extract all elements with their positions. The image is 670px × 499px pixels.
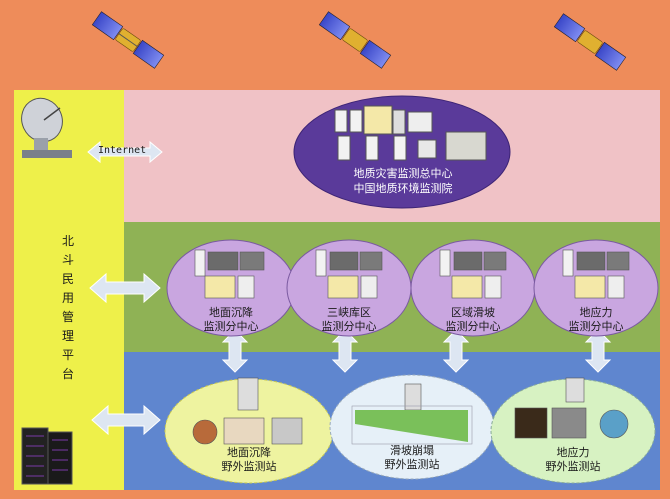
horizontal-arrows: [87, 140, 163, 436]
satellite-dish-icon: [21, 97, 72, 158]
satellite-icon: [553, 13, 627, 71]
sub-center-label: 区域滑坡 监测分中心: [423, 306, 523, 334]
sub-center-name: 地应力: [579, 306, 613, 319]
center-equipment-icons: [334, 105, 487, 161]
satellite-icon: [91, 11, 165, 69]
server-to-station-arrow: [91, 404, 161, 436]
vertical-arrow-4: [584, 329, 612, 373]
sub-center-equipment-icons: [194, 249, 630, 299]
field-station-label: 地面沉降 野外监测站: [199, 446, 299, 474]
sub-center-label: 三峡库区 监测分中心: [299, 306, 399, 334]
sub-center-type: 监测分中心: [203, 320, 259, 333]
field-station-label: 地应力 野外监测站: [523, 446, 623, 474]
sub-center-type: 监测分中心: [321, 320, 377, 333]
sub-center-name: 地面沉降: [209, 306, 253, 319]
sub-center-name: 三峡库区: [327, 306, 371, 319]
field-station-name: 地面沉降: [227, 446, 271, 459]
central-monitoring-label: 地质灾害监测总中心 中国地质环境监测院: [318, 166, 488, 196]
sub-center-label: 地应力 监测分中心: [546, 306, 646, 334]
sub-center-label: 地面沉降 监测分中心: [181, 306, 281, 334]
sub-center-type: 监测分中心: [568, 320, 624, 333]
server-rack-icon: [21, 427, 73, 485]
sub-center-name: 区域滑坡: [451, 306, 495, 319]
platform-to-subcenter-arrow: [89, 272, 161, 304]
field-station-ellipses: [164, 374, 656, 484]
field-station-name: 滑坡崩塌: [390, 444, 434, 457]
vertical-arrow-1: [221, 329, 249, 373]
field-station-label: 滑坡崩塌 野外监测站: [362, 444, 462, 472]
internet-link-arrow: [87, 140, 163, 164]
internet-label: Internet: [98, 145, 147, 156]
sub-center-type: 监测分中心: [445, 320, 501, 333]
satellite-icon: [318, 11, 392, 69]
field-station-type: 野外监测站: [221, 460, 277, 473]
vertical-arrow-3: [442, 329, 470, 373]
field-station-type: 野外监测站: [545, 460, 601, 473]
center-name-line1: 地质灾害监测总中心: [353, 167, 453, 180]
vertical-arrows: [221, 329, 612, 373]
field-station-name: 地应力: [556, 446, 590, 459]
field-station-equipment-icons: [192, 377, 629, 445]
platform-label: 北斗民用管理平台: [61, 234, 74, 381]
center-name-line2: 中国地质环境监测院: [353, 182, 453, 195]
field-station-type: 野外监测站: [384, 458, 440, 471]
vertical-arrow-2: [331, 329, 359, 373]
